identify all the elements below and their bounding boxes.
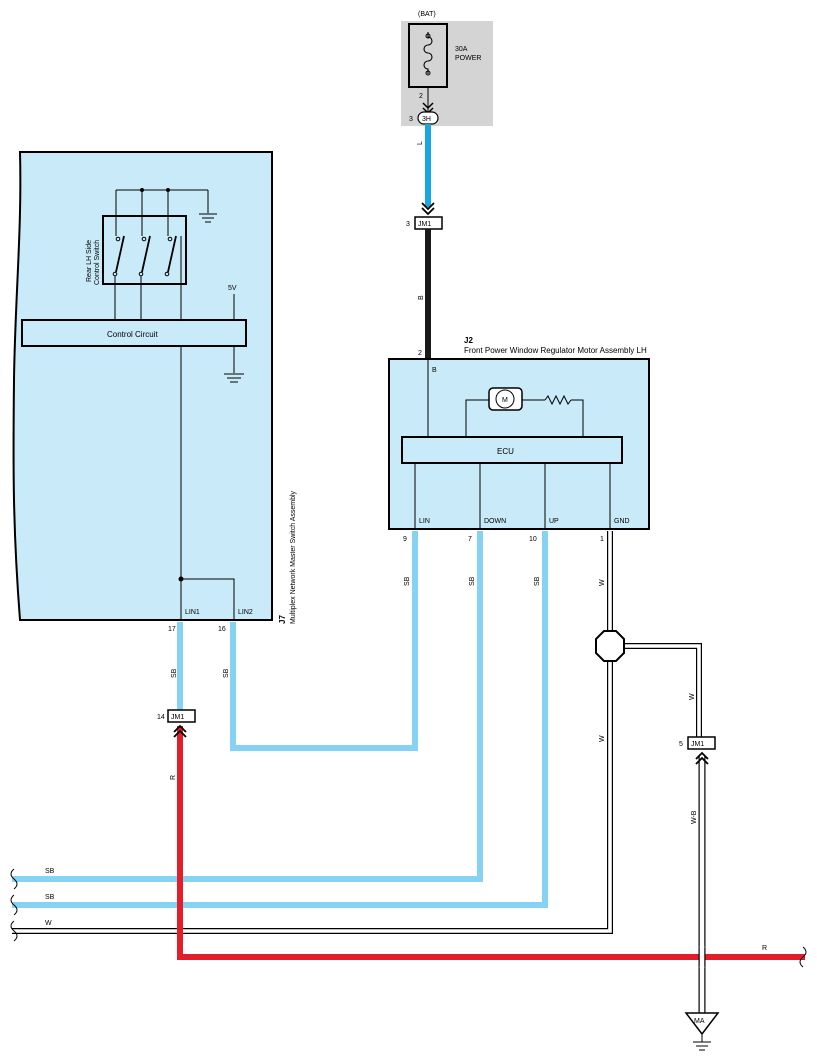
wire-sb-label-lin1: SB — [171, 668, 178, 678]
j2-pin-down: DOWN — [484, 518, 506, 525]
switch-frame — [102, 215, 187, 285]
fuse-bottom-terminal — [425, 70, 431, 76]
switch-label-line2: Control Switch — [94, 240, 101, 285]
lin2-internal — [181, 578, 235, 620]
switch-contacts — [112, 190, 182, 320]
j7-master-switch: Rear LH Side Control Switch 5V Control C… — [12, 151, 297, 633]
resistor-icon — [544, 394, 572, 406]
wire-wb-label: W-B — [691, 810, 698, 824]
fuse-top-terminal — [425, 33, 431, 39]
j2-code: J2 — [464, 336, 473, 345]
jm1-right-pin: 5 — [679, 741, 683, 748]
wire-sb-label-up: SB — [534, 576, 541, 586]
j2-pin-down-number: 7 — [468, 536, 472, 543]
jm1-top-chevron — [421, 202, 435, 216]
wire-r-label-right: R — [762, 945, 767, 952]
jm1-right-label: JM1 — [691, 741, 704, 748]
ecu-label: ECU — [497, 447, 514, 456]
motor-loop-right — [571, 399, 584, 437]
pin-lin2-number: 16 — [218, 626, 226, 633]
ground-ma-label: MA — [694, 1018, 705, 1025]
wire-sb-label-lin2: SB — [223, 668, 230, 678]
fuse-icon — [423, 32, 433, 74]
jm1-top-label: JM1 — [418, 221, 431, 228]
wire-r — [177, 726, 805, 960]
j2-pin-up-number: 10 — [529, 536, 537, 543]
fuse-pin-number: 2 — [419, 93, 423, 100]
ground-icon-2 — [224, 373, 244, 383]
jm1-left-pin: 14 — [157, 714, 165, 721]
pin-lin1-number: 17 — [168, 626, 176, 633]
jm1-right-chevron — [695, 751, 709, 765]
wire-b-label: B — [418, 295, 425, 300]
j2-pin-gnd: GND — [614, 518, 630, 525]
wire-sb-label-lin: SB — [404, 576, 411, 586]
j2-motor-assembly: J2 Front Power Window Regulator Motor As… — [388, 336, 650, 543]
wire-r-label: R — [170, 775, 177, 780]
j7-code: J7 — [278, 615, 287, 624]
wire-sb-lin2 — [230, 531, 418, 751]
wire-sb-label-left-1: SB — [45, 868, 55, 875]
ecu-box — [401, 436, 623, 464]
control-circuit-label: Control Circuit — [107, 330, 158, 339]
j7-name: Multiplex Network Master Switch Assembly — [290, 490, 297, 624]
ground-ma-marker — [684, 1012, 720, 1036]
wire-w-label-3: W — [689, 693, 696, 700]
jm1-left-label: JM1 — [171, 714, 184, 721]
wire-w-label-2: W — [599, 735, 606, 742]
j2-pin-up: UP — [549, 518, 559, 525]
connector-3h-pin: 3 — [409, 116, 413, 123]
break-marks — [10, 868, 807, 968]
switch-label-line1: Rear LH Side — [86, 240, 93, 282]
jm1-right-connector — [687, 736, 716, 750]
fuse-source-label: (BAT) — [418, 11, 436, 18]
control-circuit-box — [21, 319, 247, 347]
wire-w-label-1: W — [599, 579, 606, 586]
splice-point — [595, 630, 625, 662]
fuse-box: (BAT) 30A POWER 2 3H 3 — [401, 11, 493, 126]
wire-w-label-left: W — [45, 920, 52, 927]
wire-l-label: L — [417, 141, 424, 145]
connector-3h-label: 3H — [422, 116, 431, 123]
fuse-name: POWER — [455, 55, 481, 62]
j2-pin-lin: LIN — [419, 518, 430, 525]
ecu-pin-lines — [414, 463, 611, 529]
ground-ma-icon — [693, 1041, 711, 1051]
motor-label: M — [502, 397, 508, 404]
j2-name: Front Power Window Regulator Motor Assem… — [464, 346, 647, 355]
jm1-left-connector — [167, 709, 196, 723]
pin-lin2: LIN2 — [238, 609, 253, 616]
pin-lin1: LIN1 — [185, 609, 200, 616]
fuse-rating: 30A — [455, 46, 468, 53]
w-wires — [12, 531, 706, 1013]
sb-wires — [12, 531, 548, 908]
j2-pin-b: B — [432, 367, 437, 374]
j2-pin-b-number: 2 — [418, 350, 422, 357]
wire-sb-down — [12, 531, 483, 882]
jm1-top-pin: 3 — [406, 221, 410, 228]
wire-sb-label-left-2: SB — [45, 894, 55, 901]
wire-sb-label-down: SB — [469, 576, 476, 586]
motor-loop-left — [465, 399, 489, 437]
j7-panel — [12, 151, 273, 621]
wire-sb-up — [12, 531, 548, 908]
motor-icon — [495, 389, 515, 409]
voltage-label: 5V — [228, 285, 237, 292]
j2-pin-gnd-number: 1 — [600, 536, 604, 543]
j2-pin-lin-number: 9 — [403, 536, 407, 543]
ground-icon — [199, 213, 217, 223]
jm1-left-chevron — [173, 724, 187, 738]
